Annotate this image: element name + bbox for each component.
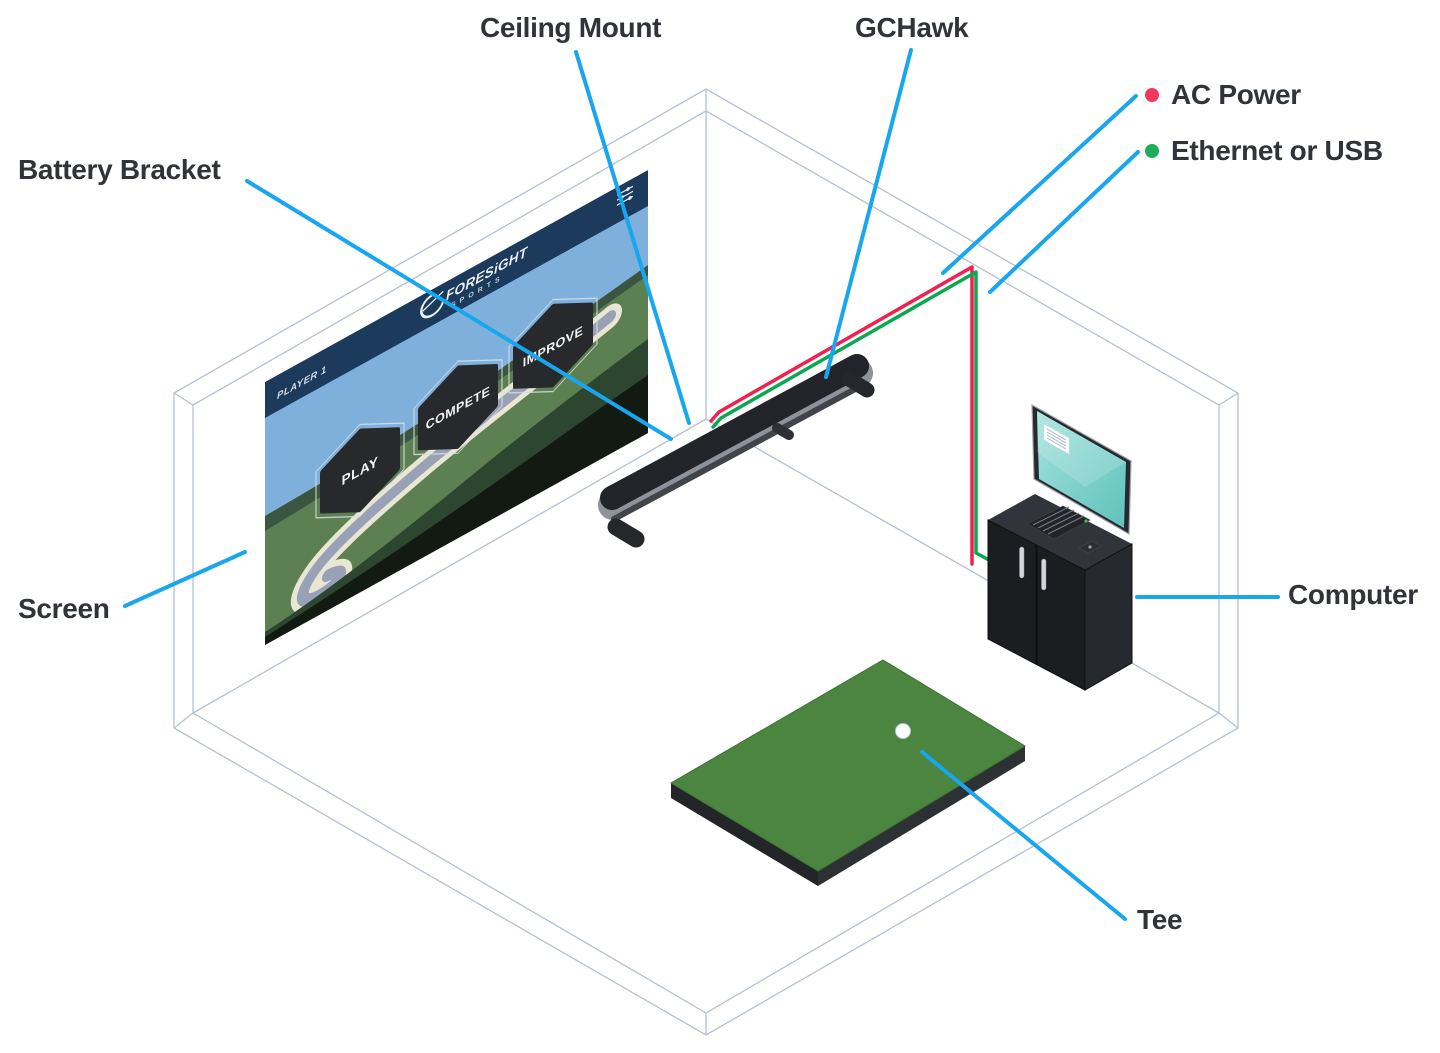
leader-ceiling-mount bbox=[574, 50, 691, 425]
gchawk-device bbox=[598, 354, 875, 548]
cabinet-handle-left bbox=[1019, 546, 1025, 579]
screen-banner bbox=[265, 170, 648, 418]
ac-power-dot bbox=[1145, 88, 1159, 102]
label-computer: Computer bbox=[1288, 579, 1418, 610]
leader-tee bbox=[920, 750, 1127, 921]
leader-gchawk bbox=[824, 48, 913, 379]
leader-ac-power bbox=[941, 94, 1138, 275]
computer-cabinet bbox=[987, 494, 1133, 691]
label-gchawk: GCHawk bbox=[855, 12, 969, 43]
keyboard bbox=[1026, 505, 1091, 540]
screen-foreground-green bbox=[265, 339, 648, 645]
legend-ac-power-label: AC Power bbox=[1171, 79, 1301, 110]
power-panel bbox=[1078, 540, 1102, 554]
screen-foreground-dark bbox=[265, 375, 648, 645]
gchawk-right-mount bbox=[841, 371, 875, 398]
play-button: PLAY bbox=[315, 422, 405, 519]
compete-button: COMPETE bbox=[413, 359, 503, 456]
keyboard-led bbox=[1084, 519, 1088, 523]
label-battery-bracket: Battery Bracket bbox=[18, 154, 221, 185]
label-ceiling-mount: Ceiling Mount bbox=[480, 12, 662, 43]
leader-screen bbox=[123, 550, 247, 608]
impact-screen: PLAYER 1 FORESiGHT SPORTS bbox=[265, 170, 648, 645]
gchawk-mid-mount bbox=[772, 423, 794, 440]
gchawk-left-foot bbox=[607, 518, 645, 548]
label-screen: Screen bbox=[18, 593, 110, 624]
hitting-mat bbox=[670, 659, 1026, 886]
monitor bbox=[1031, 403, 1132, 536]
label-tee: Tee bbox=[1137, 904, 1183, 935]
menu-hexagons: PLAY COMPETE IMPROVE bbox=[315, 297, 598, 519]
legend-ethernet-label: Ethernet or USB bbox=[1171, 135, 1383, 166]
ethernet-dot bbox=[1145, 144, 1159, 158]
legend-item-ac-power: AC Power bbox=[1145, 79, 1301, 111]
ac-power-cable bbox=[709, 265, 974, 566]
golf-ball bbox=[895, 723, 911, 739]
document-icon bbox=[1043, 423, 1070, 455]
leader-lines bbox=[123, 48, 1280, 921]
room-wireframe bbox=[173, 88, 1239, 1036]
cabinet-handle-right bbox=[1041, 558, 1047, 591]
legend-item-ethernet: Ethernet or USB bbox=[1145, 135, 1383, 167]
foresight-swoosh-icon bbox=[420, 290, 445, 319]
leader-ethernet bbox=[988, 150, 1140, 294]
ethernet-cable bbox=[711, 270, 991, 562]
leader-battery-bracket bbox=[245, 179, 673, 441]
improve-button: IMPROVE bbox=[508, 297, 598, 394]
